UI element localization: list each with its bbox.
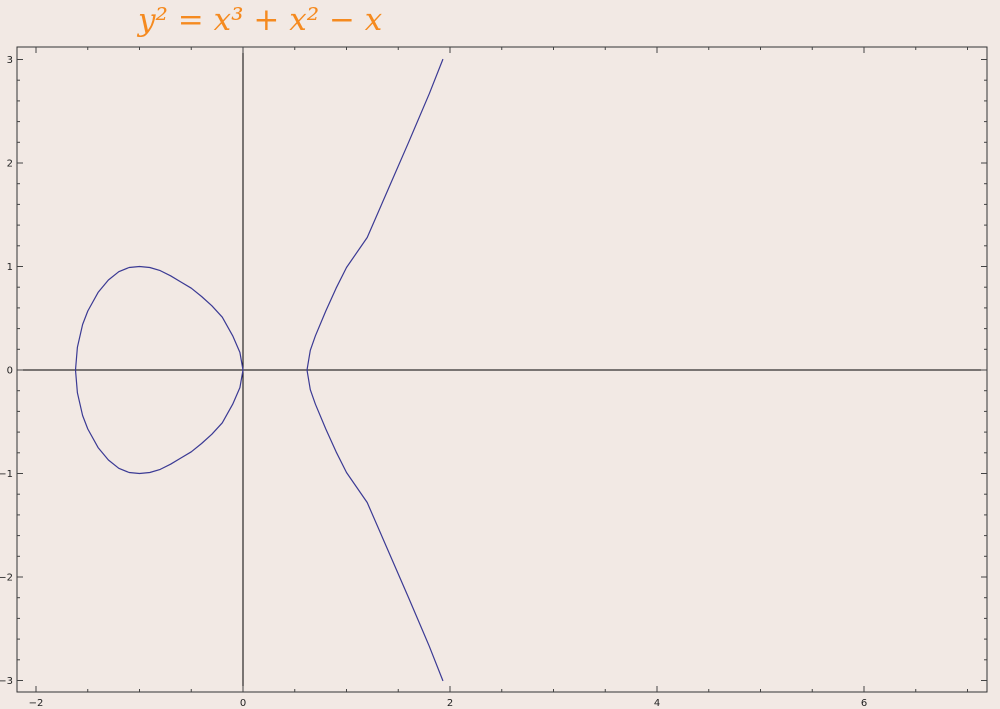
y-tick-label: −2 (0, 573, 13, 584)
x-tick-label: 4 (654, 698, 660, 709)
chart-title: y² = x³ + x² − x (138, 2, 383, 38)
tick-marks (17, 47, 987, 692)
x-tick-label: 0 (240, 698, 246, 709)
curve-open-branch (306, 58, 444, 682)
y-tick-label: −3 (0, 676, 13, 687)
curve-closed-loop (74, 265, 244, 475)
y-tick-label: 1 (7, 262, 13, 273)
y-tick-label: 0 (7, 366, 13, 377)
x-tick-labels: −2 0 2 4 6 (29, 698, 868, 709)
x-tick-label: −2 (29, 698, 44, 709)
series-layer (74, 58, 444, 682)
x-tick-label: 2 (447, 698, 453, 709)
x-tick-label: 6 (861, 698, 867, 709)
y-tick-labels: −3 −2 −1 0 1 2 3 (0, 55, 13, 687)
y-tick-label: 2 (7, 159, 13, 170)
y-tick-label: −1 (0, 469, 13, 480)
y-tick-label: 3 (7, 55, 13, 66)
